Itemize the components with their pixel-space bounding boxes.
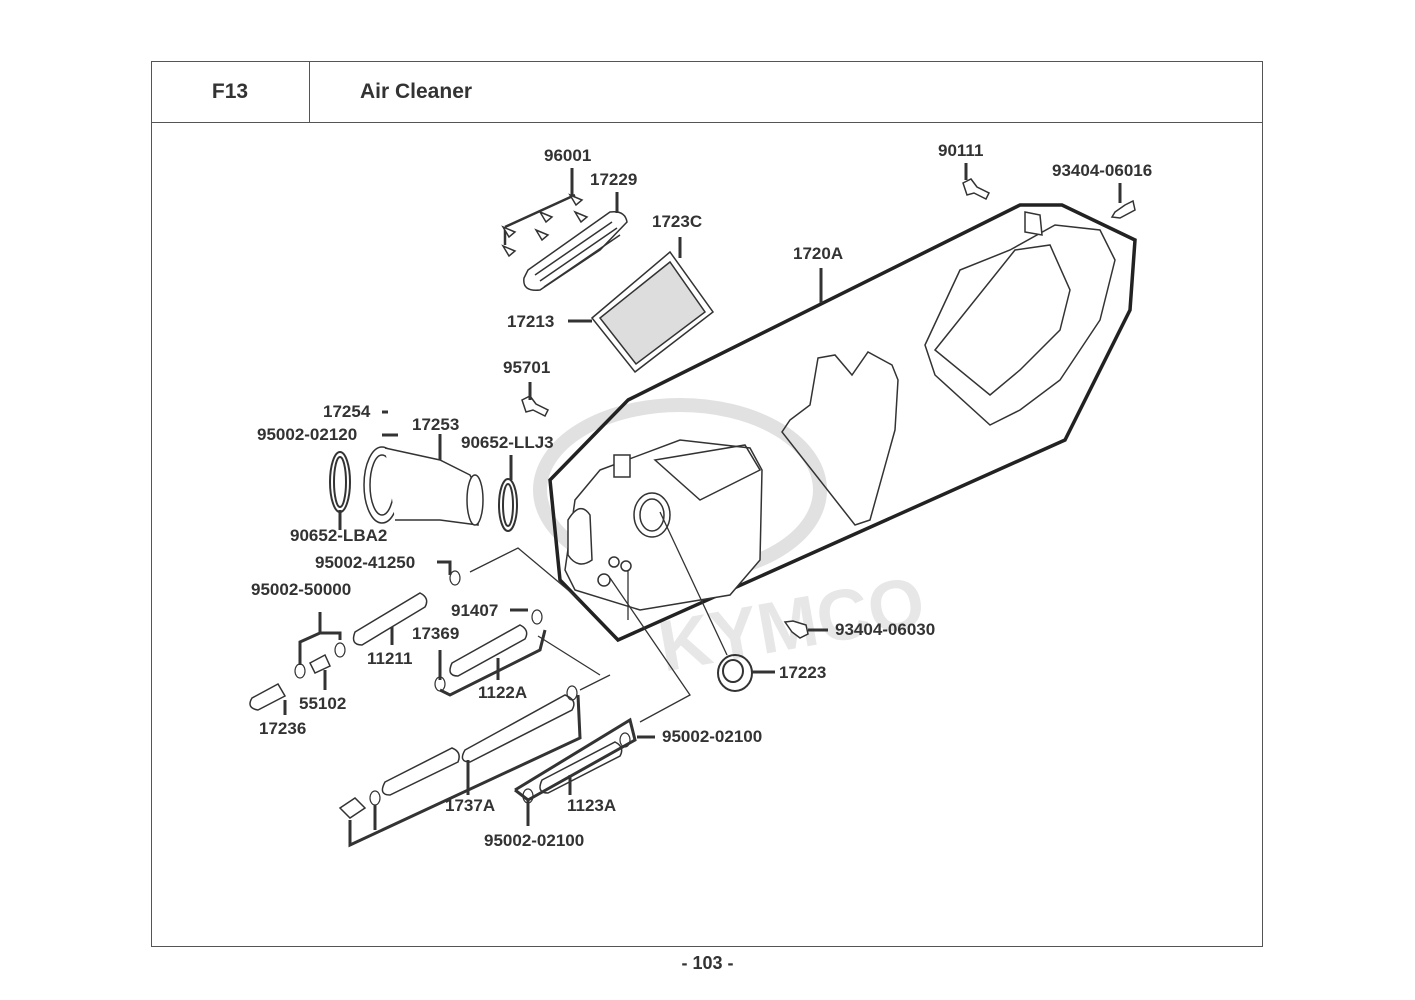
part-label-1122a[interactable]: 1122A [478, 683, 528, 702]
part-label-17253[interactable]: 17253 [412, 415, 460, 434]
header-divider [151, 122, 1263, 123]
screws-96001 [501, 193, 589, 258]
bolt-90111 [962, 178, 991, 201]
part-label-90652-lba2[interactable]: 90652-LBA2 [290, 526, 388, 545]
air-cleaner-case-group-outline [548, 203, 1137, 643]
bolt-95701 [521, 395, 550, 418]
part-label-93404-06016[interactable]: 93404-06016 [1052, 161, 1153, 180]
part-label-17254[interactable]: 17254 [323, 402, 371, 421]
part-label-93404-06030[interactable]: 93404-06030 [835, 620, 936, 639]
tubes [249, 592, 623, 819]
air-cleaner-case-lower [564, 439, 763, 611]
part-label-11211[interactable]: 11211 [367, 649, 413, 668]
bolt-93404-06030 [783, 620, 809, 639]
part-label-1123a[interactable]: 1123A [567, 796, 617, 815]
part-label-95002-02100-lower[interactable]: 95002-02100 [484, 831, 585, 850]
filter-cover-plate [523, 210, 628, 291]
part-label-90652-llj3[interactable]: 90652-LLJ3 [461, 433, 554, 452]
tube-1737A-upper [461, 694, 575, 763]
part-label-17369[interactable]: 17369 [412, 624, 460, 643]
filter-element [590, 250, 715, 374]
tube-11211 [352, 592, 428, 646]
tube-17236 [249, 682, 287, 711]
part-label-17229[interactable]: 17229 [590, 170, 638, 189]
intake-duct-boot [363, 446, 484, 526]
leader-lines [283, 163, 1122, 848]
plug-1737A [338, 797, 367, 819]
part-label-95002-02100-upper[interactable]: 95002-02100 [662, 727, 763, 746]
part-label-90111[interactable]: 90111 [938, 141, 984, 160]
hose-clamp-llj3 [498, 478, 518, 532]
part-label-91407[interactable]: 91407 [451, 601, 499, 620]
page-title: Air Cleaner [360, 80, 473, 103]
air-cleaner-cover-upper [924, 211, 1116, 426]
page-number: - 103 - [681, 953, 734, 973]
air-cleaner-gasket [781, 351, 899, 526]
part-label-95002-50000[interactable]: 95002-50000 [251, 580, 352, 599]
diagram-frame [151, 61, 1263, 947]
part-label-1723c[interactable]: 1723C [652, 212, 703, 231]
pipe-55102 [309, 653, 331, 674]
part-label-96001[interactable]: 96001 [544, 146, 592, 165]
part-label-55102[interactable]: 55102 [299, 694, 347, 713]
tube-1122A [449, 624, 528, 677]
tube-1737A-lower [381, 747, 460, 796]
part-label-1737a[interactable]: 1737A [445, 796, 496, 815]
thin-leader-lines [469, 511, 728, 723]
part-label-17213[interactable]: 17213 [507, 312, 555, 331]
section-code: F13 [151, 61, 310, 123]
part-label-1720a[interactable]: 1720A [793, 244, 844, 263]
part-label-17223[interactable]: 17223 [779, 663, 827, 682]
part-label-95701[interactable]: 95701 [503, 358, 551, 377]
bolt-93404-06016 [1110, 199, 1136, 219]
hose-clamp-lba2 [329, 451, 351, 513]
part-label-17236[interactable]: 17236 [259, 719, 307, 738]
part-label-95002-02120[interactable]: 95002-02120 [257, 425, 358, 444]
part-label-95002-41250[interactable]: 95002-41250 [315, 553, 416, 572]
